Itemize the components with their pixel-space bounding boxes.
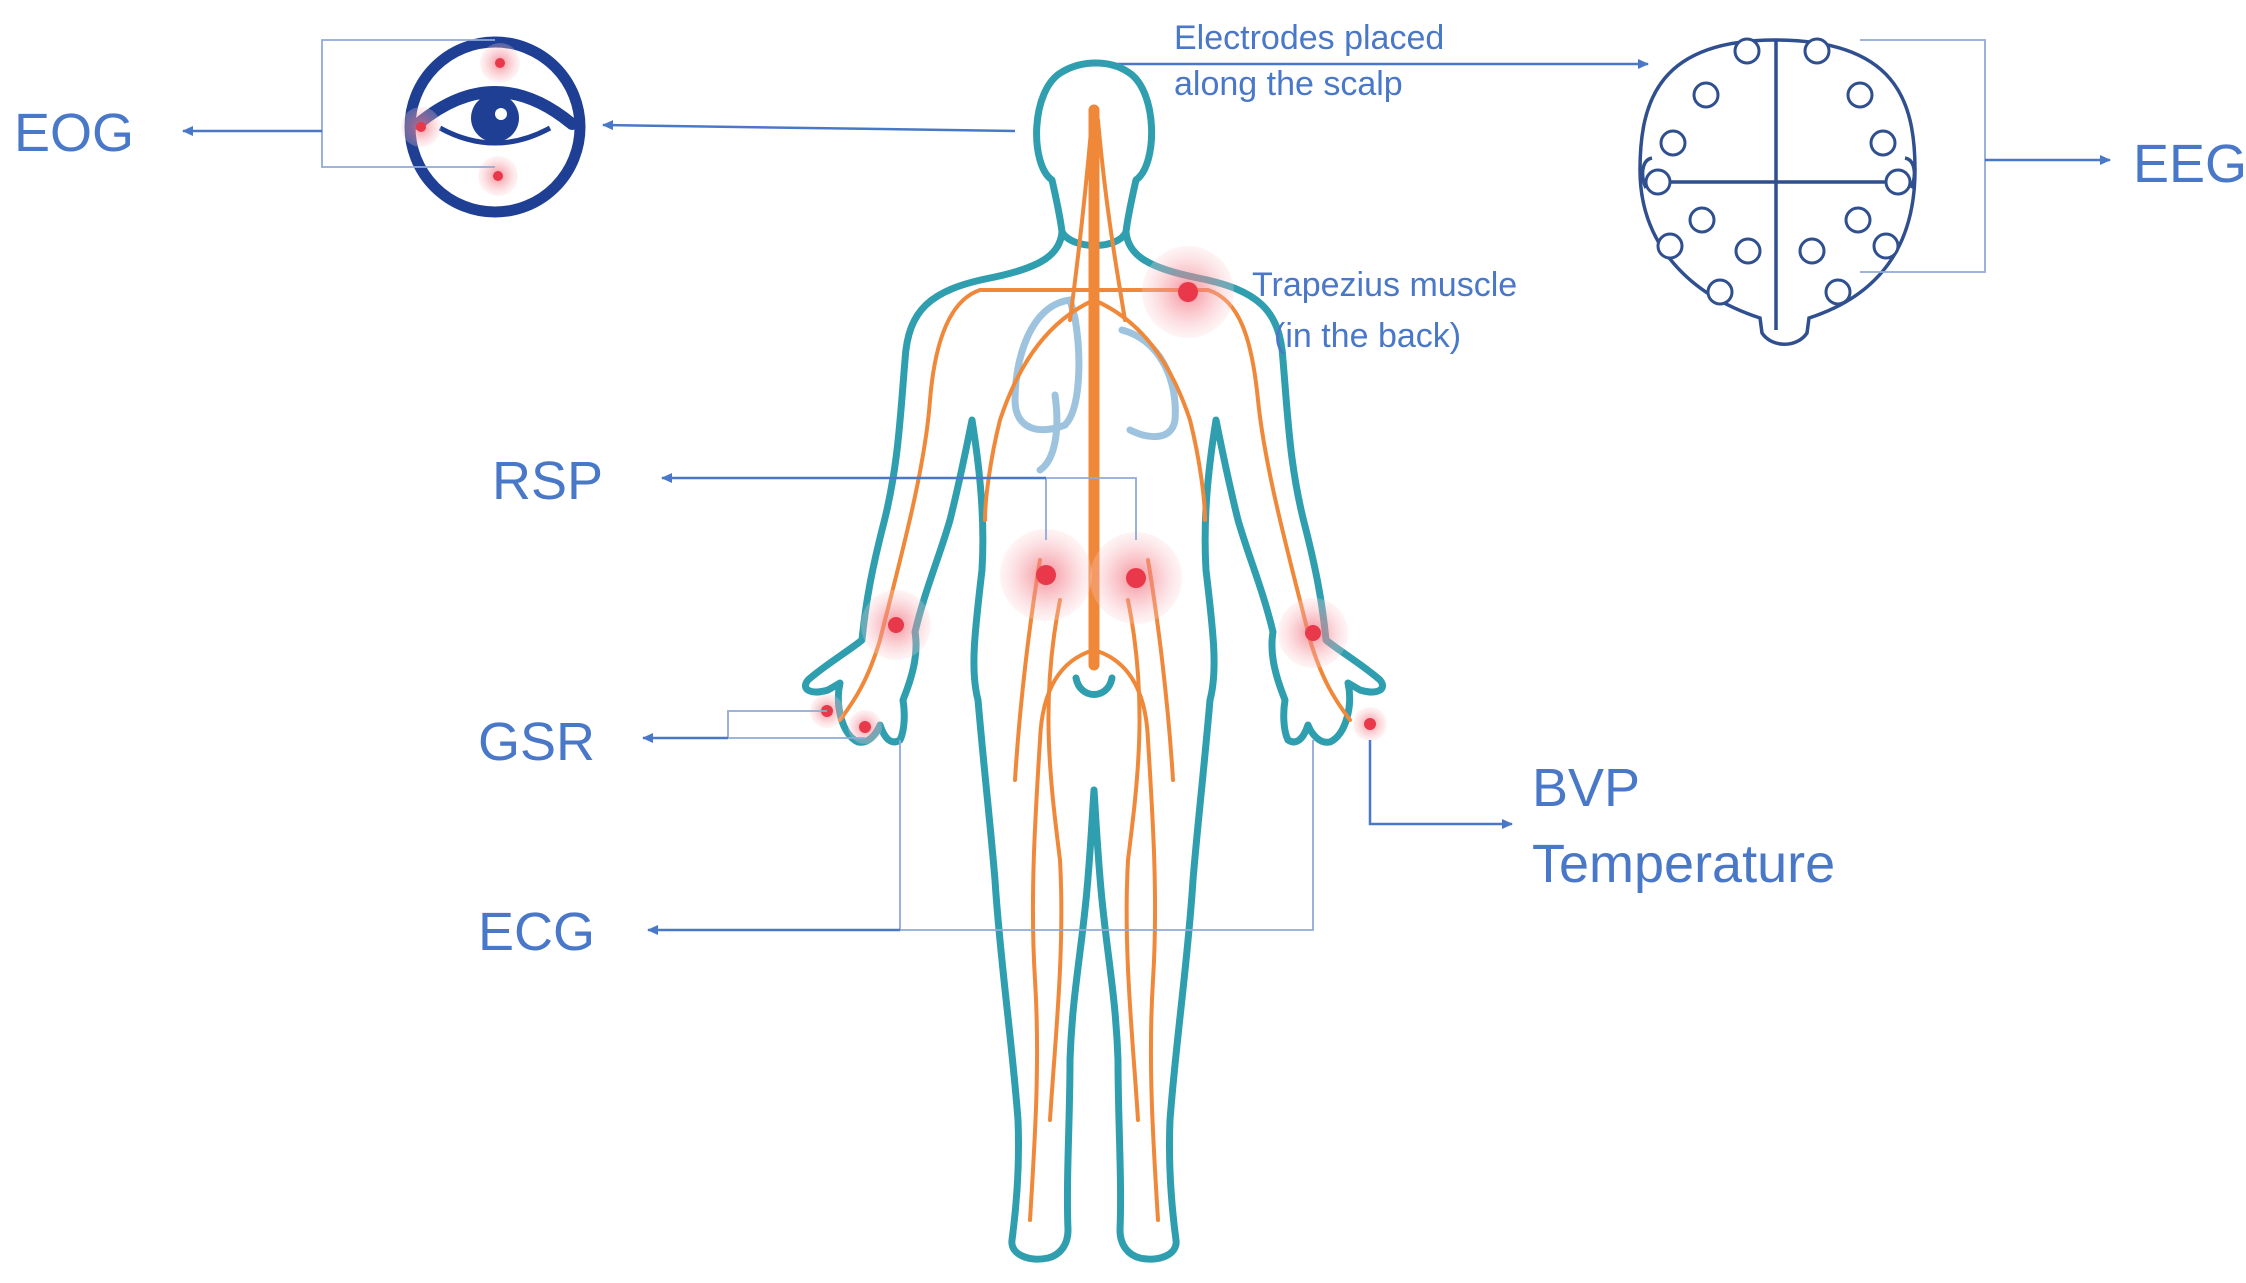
eeg-electrode xyxy=(1659,129,1687,157)
rsp-label: RSP xyxy=(492,451,603,511)
ecg-sensor-left-wrist xyxy=(861,590,931,660)
eeg-electrodes xyxy=(1644,37,1912,306)
eeg-electrode xyxy=(1884,168,1912,196)
gsr-connector xyxy=(642,710,865,743)
eog-bracket xyxy=(182,39,495,168)
rsp-sensor-right xyxy=(1090,532,1182,624)
gsr-sensor-finger-2 xyxy=(848,710,882,744)
eog-electrode-top xyxy=(480,43,520,83)
bvp-sensor-finger xyxy=(1353,707,1387,741)
eeg-electrode-cap-icon xyxy=(1638,38,1917,346)
ecg-sensor-right-wrist xyxy=(1278,598,1348,668)
eog-electrode-side xyxy=(401,107,441,147)
head-to-eye-connector xyxy=(602,120,1016,133)
trapezius-sensor xyxy=(1142,246,1234,338)
eeg-electrode xyxy=(1824,278,1852,306)
eog-label: EOG xyxy=(14,103,134,163)
eeg-bracket xyxy=(1860,39,2111,273)
eeg-electrode xyxy=(1869,129,1897,157)
human-body-figure xyxy=(802,59,1386,1263)
trapezius-label-line1: Trapezius muscle xyxy=(1252,266,1517,304)
eeg-electrode xyxy=(1844,206,1872,234)
eeg-electrode xyxy=(1706,278,1734,306)
trapezius-label-line2: (in the back) xyxy=(1274,317,1461,355)
rsp-sensor-left xyxy=(1000,529,1092,621)
eeg-electrode xyxy=(1734,237,1762,265)
eeg-electrode xyxy=(1798,237,1826,265)
eeg-electrode xyxy=(1644,168,1672,196)
eog-electrode-bottom xyxy=(478,156,518,196)
eeg-label: EEG xyxy=(2133,134,2246,194)
temperature-label: Temperature xyxy=(1532,834,1835,894)
electrodes-label-line2: along the scalp xyxy=(1174,65,1403,103)
ecg-connector xyxy=(647,740,1314,935)
gsr-label: GSR xyxy=(478,712,595,772)
eeg-electrode xyxy=(1872,232,1900,260)
rsp-connector xyxy=(661,473,1137,540)
eeg-electrode xyxy=(1656,232,1684,260)
eeg-electrode xyxy=(1803,37,1831,65)
bvp-label: BVP xyxy=(1532,758,1640,818)
electrodes-label-line1: Electrodes placed xyxy=(1174,19,1444,57)
eeg-electrode xyxy=(1692,81,1720,109)
eeg-electrode xyxy=(1733,37,1761,65)
ecg-label: ECG xyxy=(478,902,595,962)
eeg-electrode xyxy=(1846,81,1874,109)
bvp-connector xyxy=(1368,740,1513,829)
eeg-electrode xyxy=(1688,206,1716,234)
